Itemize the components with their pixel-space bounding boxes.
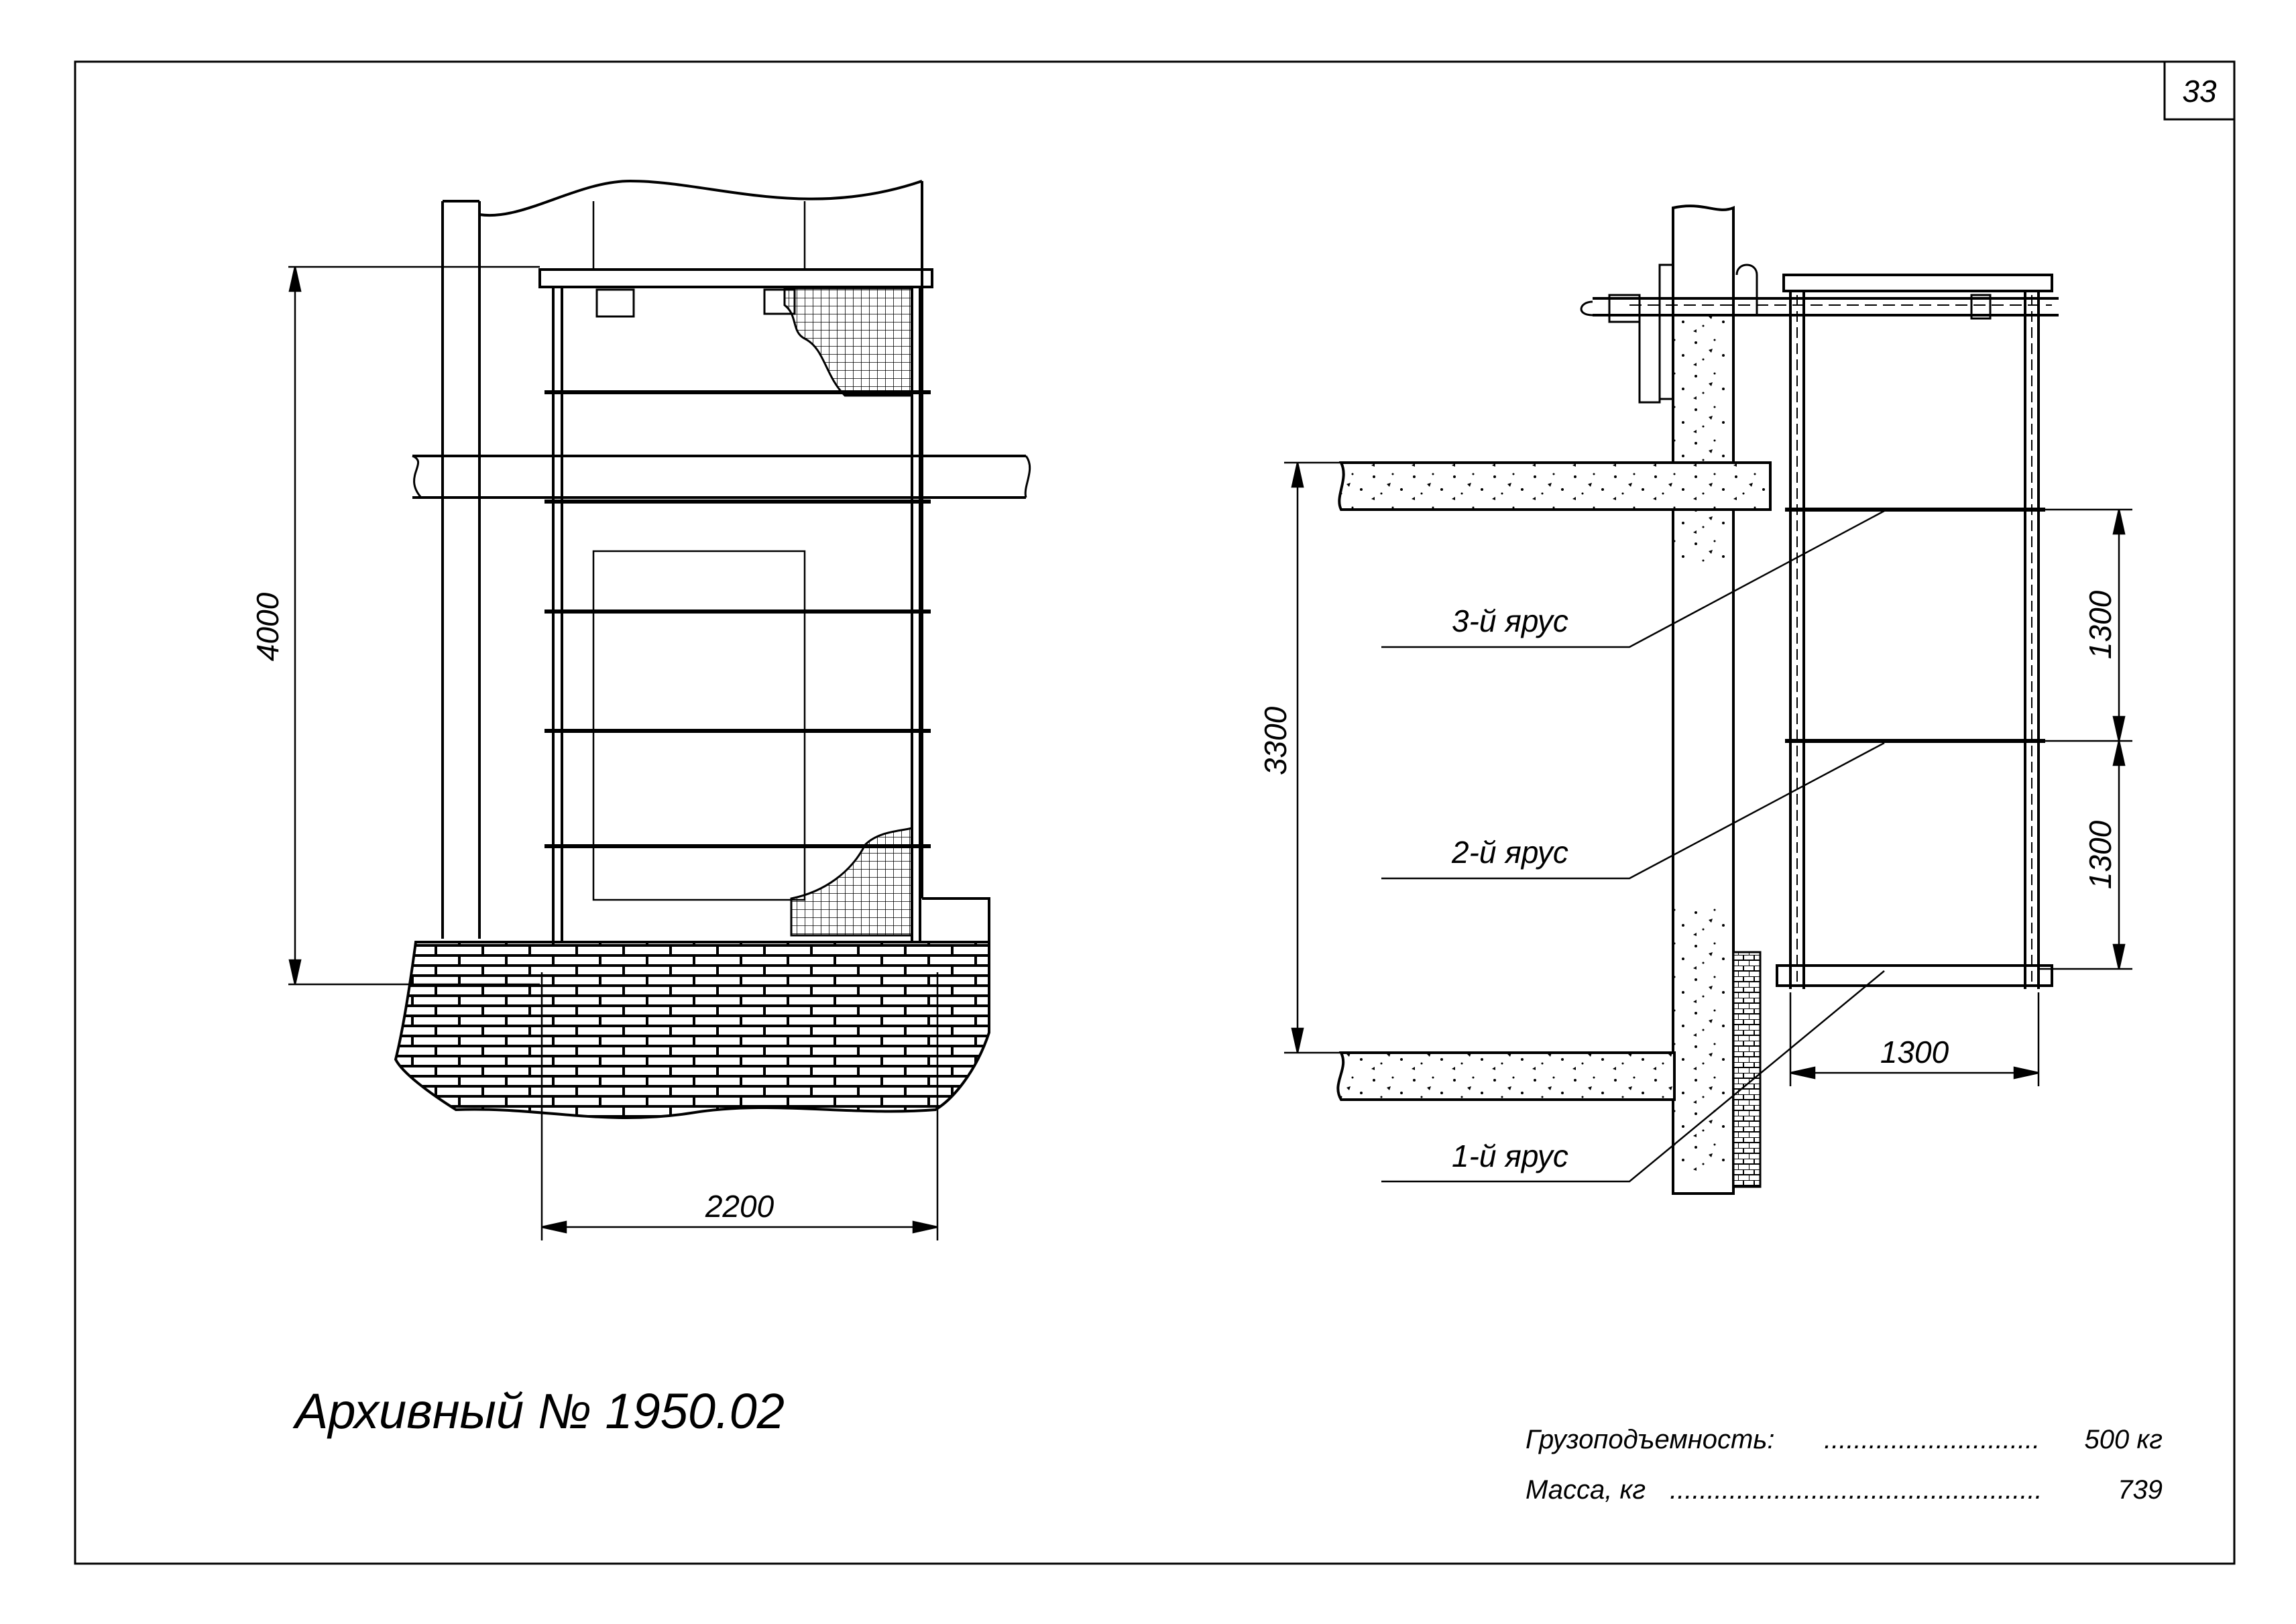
dim-depth xyxy=(1789,992,2040,1086)
dim-tier-height-lower-label: 1300 xyxy=(2083,820,2118,889)
tier-leaders xyxy=(1381,510,1885,1183)
dim-width-total xyxy=(540,972,939,1240)
masonry-infill xyxy=(1732,951,1762,1188)
dim-tier-height-upper-label: 1300 xyxy=(2083,590,2118,659)
dim-tier-height-upper xyxy=(2039,508,2132,742)
floor-slab-upper xyxy=(1338,461,1772,511)
mesh-cutout-bottom xyxy=(790,827,913,937)
dim-width-total-label: 2200 xyxy=(705,1189,774,1224)
capacity-label: Грузоподъемность: xyxy=(1526,1425,1774,1454)
front-elevation xyxy=(412,179,1031,939)
floor-slab-lower xyxy=(1336,1051,1676,1101)
dim-tier-height-lower xyxy=(2039,740,2132,970)
tier1-label: 1-й ярус xyxy=(1452,1139,1568,1173)
dim-floor-height xyxy=(1284,461,1348,1054)
mass-label: Масса, кг xyxy=(1526,1475,1646,1505)
parapet-step xyxy=(922,897,990,942)
dim-height-total-label: 4000 xyxy=(250,592,285,661)
cradle-side-view xyxy=(1580,264,2059,989)
capacity-value: 500 кг xyxy=(2085,1425,2163,1454)
brick-foundation xyxy=(394,941,990,1119)
dim-height-total xyxy=(288,266,540,986)
mass-leader: ........................................… xyxy=(1670,1475,2043,1505)
tier2-label: 2-й ярус xyxy=(1451,835,1568,870)
capacity-leader: ............................. xyxy=(1824,1425,2040,1454)
tier3-label: 3-й ярус xyxy=(1452,603,1568,638)
page-number-box xyxy=(2163,60,2236,121)
page-number: 33 xyxy=(2182,74,2217,109)
mesh-cutout-top xyxy=(783,287,913,397)
dim-depth-label: 1300 xyxy=(1880,1035,1949,1069)
wall-concrete-lower xyxy=(1674,905,1732,1173)
sheet-frame xyxy=(74,60,2236,1565)
wall-concrete-upper xyxy=(1674,315,1732,563)
mass-value: 739 xyxy=(2118,1475,2163,1505)
dim-floor-height-label: 3300 xyxy=(1258,706,1293,775)
archive-number: Архивный № 1950.02 xyxy=(292,1383,785,1439)
